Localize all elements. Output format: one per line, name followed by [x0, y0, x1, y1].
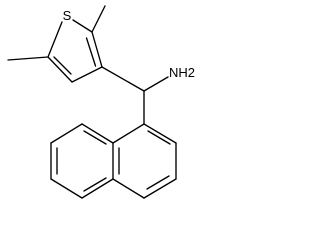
bond-ch-nh2 — [143, 76, 169, 92]
naph-bond-4 — [112, 178, 145, 199]
naph-inner-2 — [146, 175, 170, 190]
bond-c2-c3-inner — [85, 37, 97, 67]
naph-bond-3 — [143, 178, 177, 199]
sulfur-atom-label: S — [63, 8, 72, 23]
naph-bond-7 — [81, 123, 114, 144]
methyl-substituents — [7, 5, 106, 61]
chemical-structure-canvas: S NH2 — [7, 5, 196, 199]
bond-c4-c5-inner — [53, 56, 72, 75]
bond-c4-c5 — [47, 56, 73, 83]
amine-group-label: NH2 — [169, 65, 195, 80]
methyl-bond-c5 — [7, 56, 49, 61]
thiophene-ring — [47, 19, 103, 83]
bond-s-c2 — [72, 19, 93, 33]
naphthalene-ring — [50, 123, 177, 199]
naph-bond-8 — [50, 123, 83, 144]
naph-inner-1 — [147, 130, 171, 145]
naph-bond-1 — [143, 123, 177, 144]
naph-bond-11 — [81, 178, 114, 199]
naph-bond-10 — [50, 178, 83, 199]
naph-bond-6 — [112, 123, 145, 144]
bond-c2-c3 — [91, 31, 103, 68]
methyl-bond-c2 — [91, 5, 106, 33]
central-carbon-bonds — [101, 66, 169, 125]
bond-c3-c4 — [71, 66, 103, 83]
naph-inner-6 — [83, 177, 107, 192]
chemical-structure-drawing: S NH2 — [7, 5, 195, 199]
naph-inner-4 — [83, 130, 107, 145]
bond-c5-s — [47, 21, 63, 58]
bond-c3-ch — [101, 66, 145, 92]
